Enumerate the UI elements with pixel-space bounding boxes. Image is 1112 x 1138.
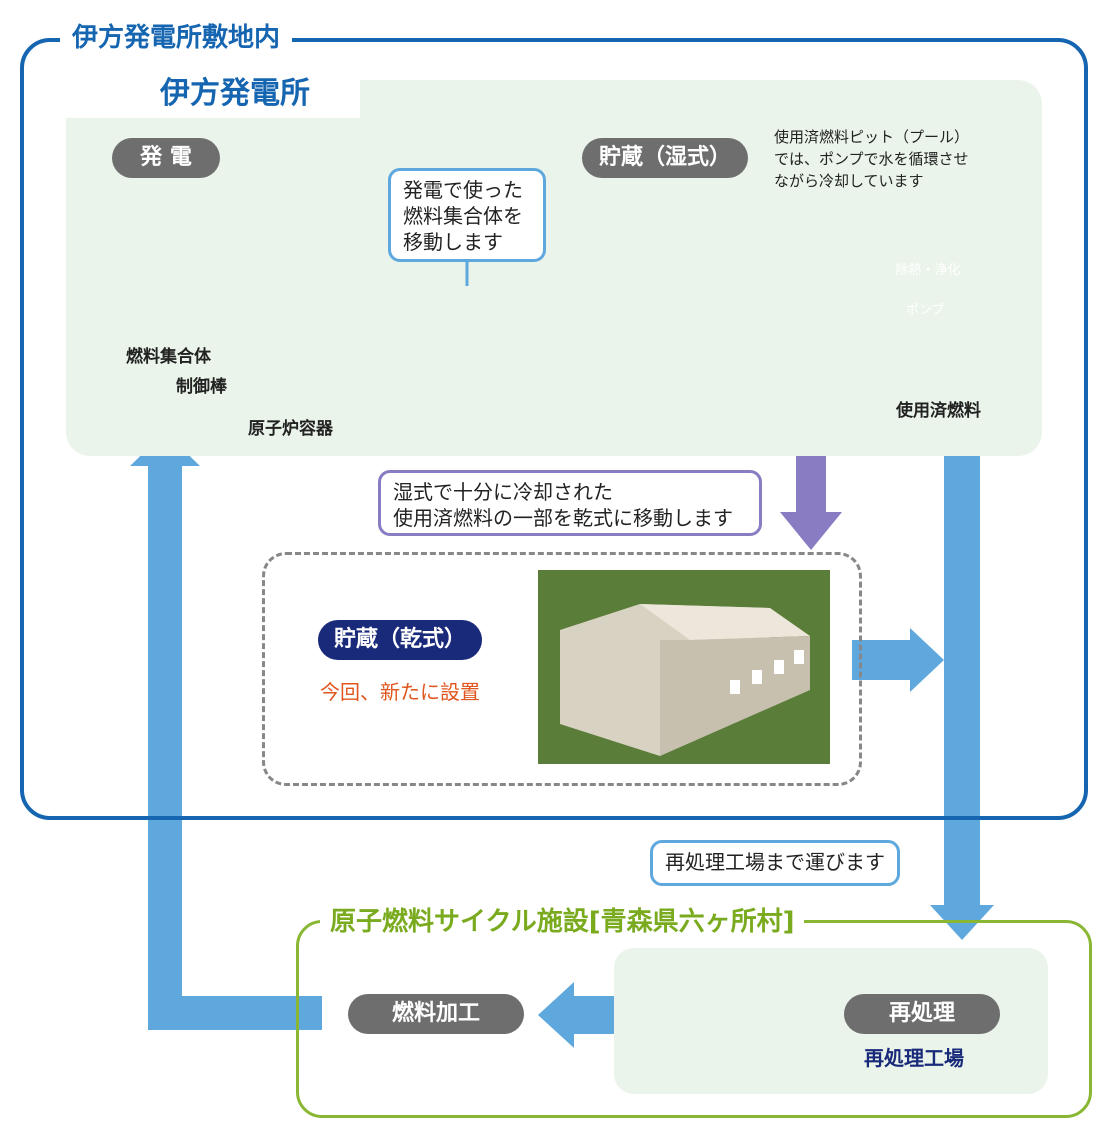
arrow-wet-to-dry <box>780 446 842 550</box>
dry-storage-building-image <box>538 570 830 764</box>
site-frame-title: 伊方発電所敷地内 <box>60 18 293 58</box>
arrow-repro-to-fab <box>538 982 614 1048</box>
plant-name: 伊方発電所 <box>160 76 310 111</box>
heat-removal-label: 除熱・浄化 <box>895 263 961 278</box>
pump-label: ポンプ <box>905 303 945 318</box>
reprocessing-plant-label: 再処理工場 <box>864 1046 964 1070</box>
control-rod-label: 制御棒 <box>176 377 227 397</box>
plant-name-tab <box>66 58 360 118</box>
reactor-vessel-label: 原子炉容器 <box>248 419 333 439</box>
wet-storage-title: 貯蔵（湿式） <box>582 138 748 178</box>
plant-panel <box>66 80 1042 456</box>
arrow-to-reprocessing <box>930 440 994 940</box>
callout-move-fuel: 発電で使った 燃料集合体を 移動します <box>388 168 546 262</box>
generation-title: 発 電 <box>112 138 220 178</box>
site-boundary-frame <box>20 38 1088 820</box>
callout-to-reprocessing: 再処理工場まで運びます <box>650 840 900 886</box>
dry-storage-subtitle: 今回、新たに設置 <box>320 680 480 704</box>
callout-wet-to-dry: 湿式で十分に冷却された 使用済燃料の一部を乾式に移動します <box>378 470 762 536</box>
wet-storage-note: 使用済燃料ピット（プール） では、ポンプで水を循環させ ながら冷却しています <box>774 128 970 190</box>
dry-storage-title: 貯蔵（乾式） <box>318 620 482 660</box>
reprocessing-pill: 再処理 <box>844 994 1000 1034</box>
arrow-dry-to-right <box>852 628 944 692</box>
cycle-facility-title: 原子燃料サイクル施設[青森県六ヶ所村] <box>320 902 805 942</box>
dry-storage-area <box>262 552 862 786</box>
fuel-fabrication-pill: 燃料加工 <box>348 994 524 1034</box>
spent-fuel-label: 使用済燃料 <box>896 401 981 421</box>
fuel-assembly-label: 燃料集合体 <box>126 347 211 367</box>
